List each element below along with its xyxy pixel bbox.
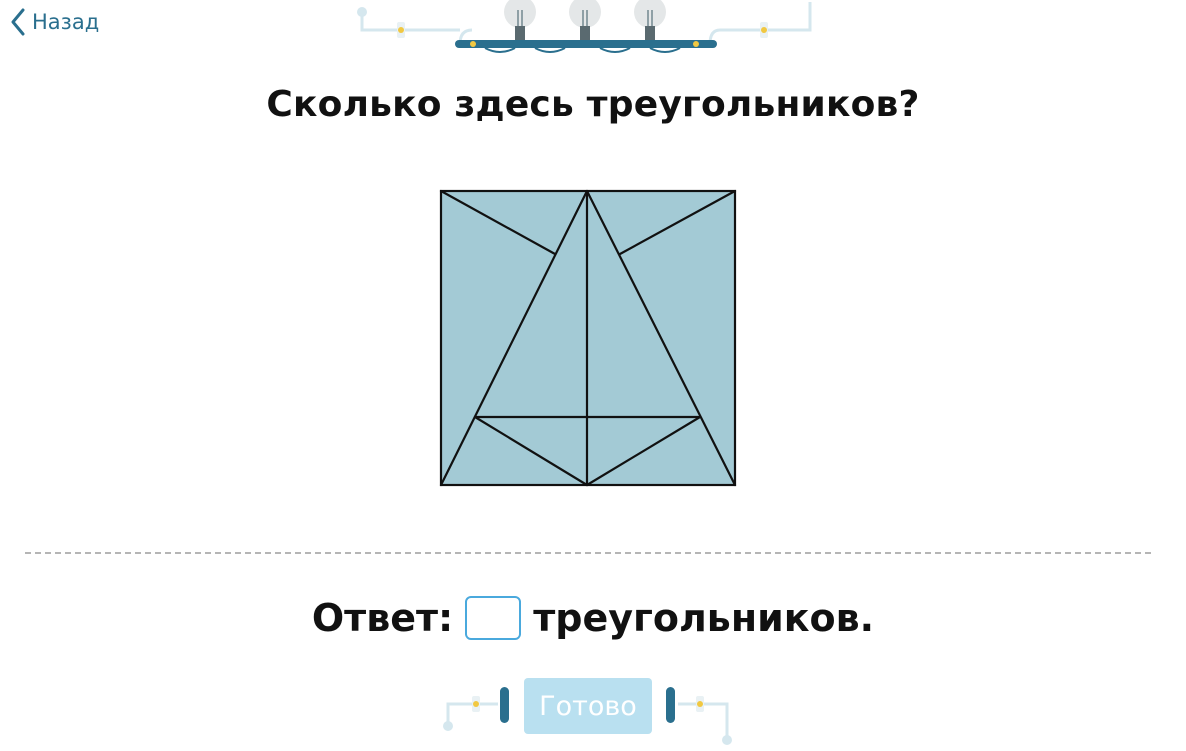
lightbulb-circuit-decoration xyxy=(357,0,812,53)
section-divider xyxy=(25,552,1151,554)
figure-left-slant xyxy=(439,189,589,487)
done-button[interactable]: Готово xyxy=(524,678,652,734)
figure-top-right xyxy=(618,189,737,256)
chevron-left-icon xyxy=(11,8,25,36)
back-label: Назад xyxy=(32,10,100,34)
figure-right-inner xyxy=(585,415,702,487)
question-title: Сколько здесь треугольников? xyxy=(266,84,920,125)
button-circuit-decoration xyxy=(443,687,732,745)
answer-input[interactable] xyxy=(465,596,522,640)
triangles-figure xyxy=(439,189,737,487)
answer-prefix: Ответ: xyxy=(311,596,454,640)
answer-row: Ответ: треугольников. xyxy=(0,586,1186,650)
figure-right-slant xyxy=(585,189,737,487)
figure-left-inner xyxy=(473,415,589,487)
answer-suffix: треугольников. xyxy=(533,596,875,640)
done-area: Готово xyxy=(440,676,740,751)
figure-top-left xyxy=(439,189,557,256)
back-link[interactable]: Назад xyxy=(10,6,99,38)
